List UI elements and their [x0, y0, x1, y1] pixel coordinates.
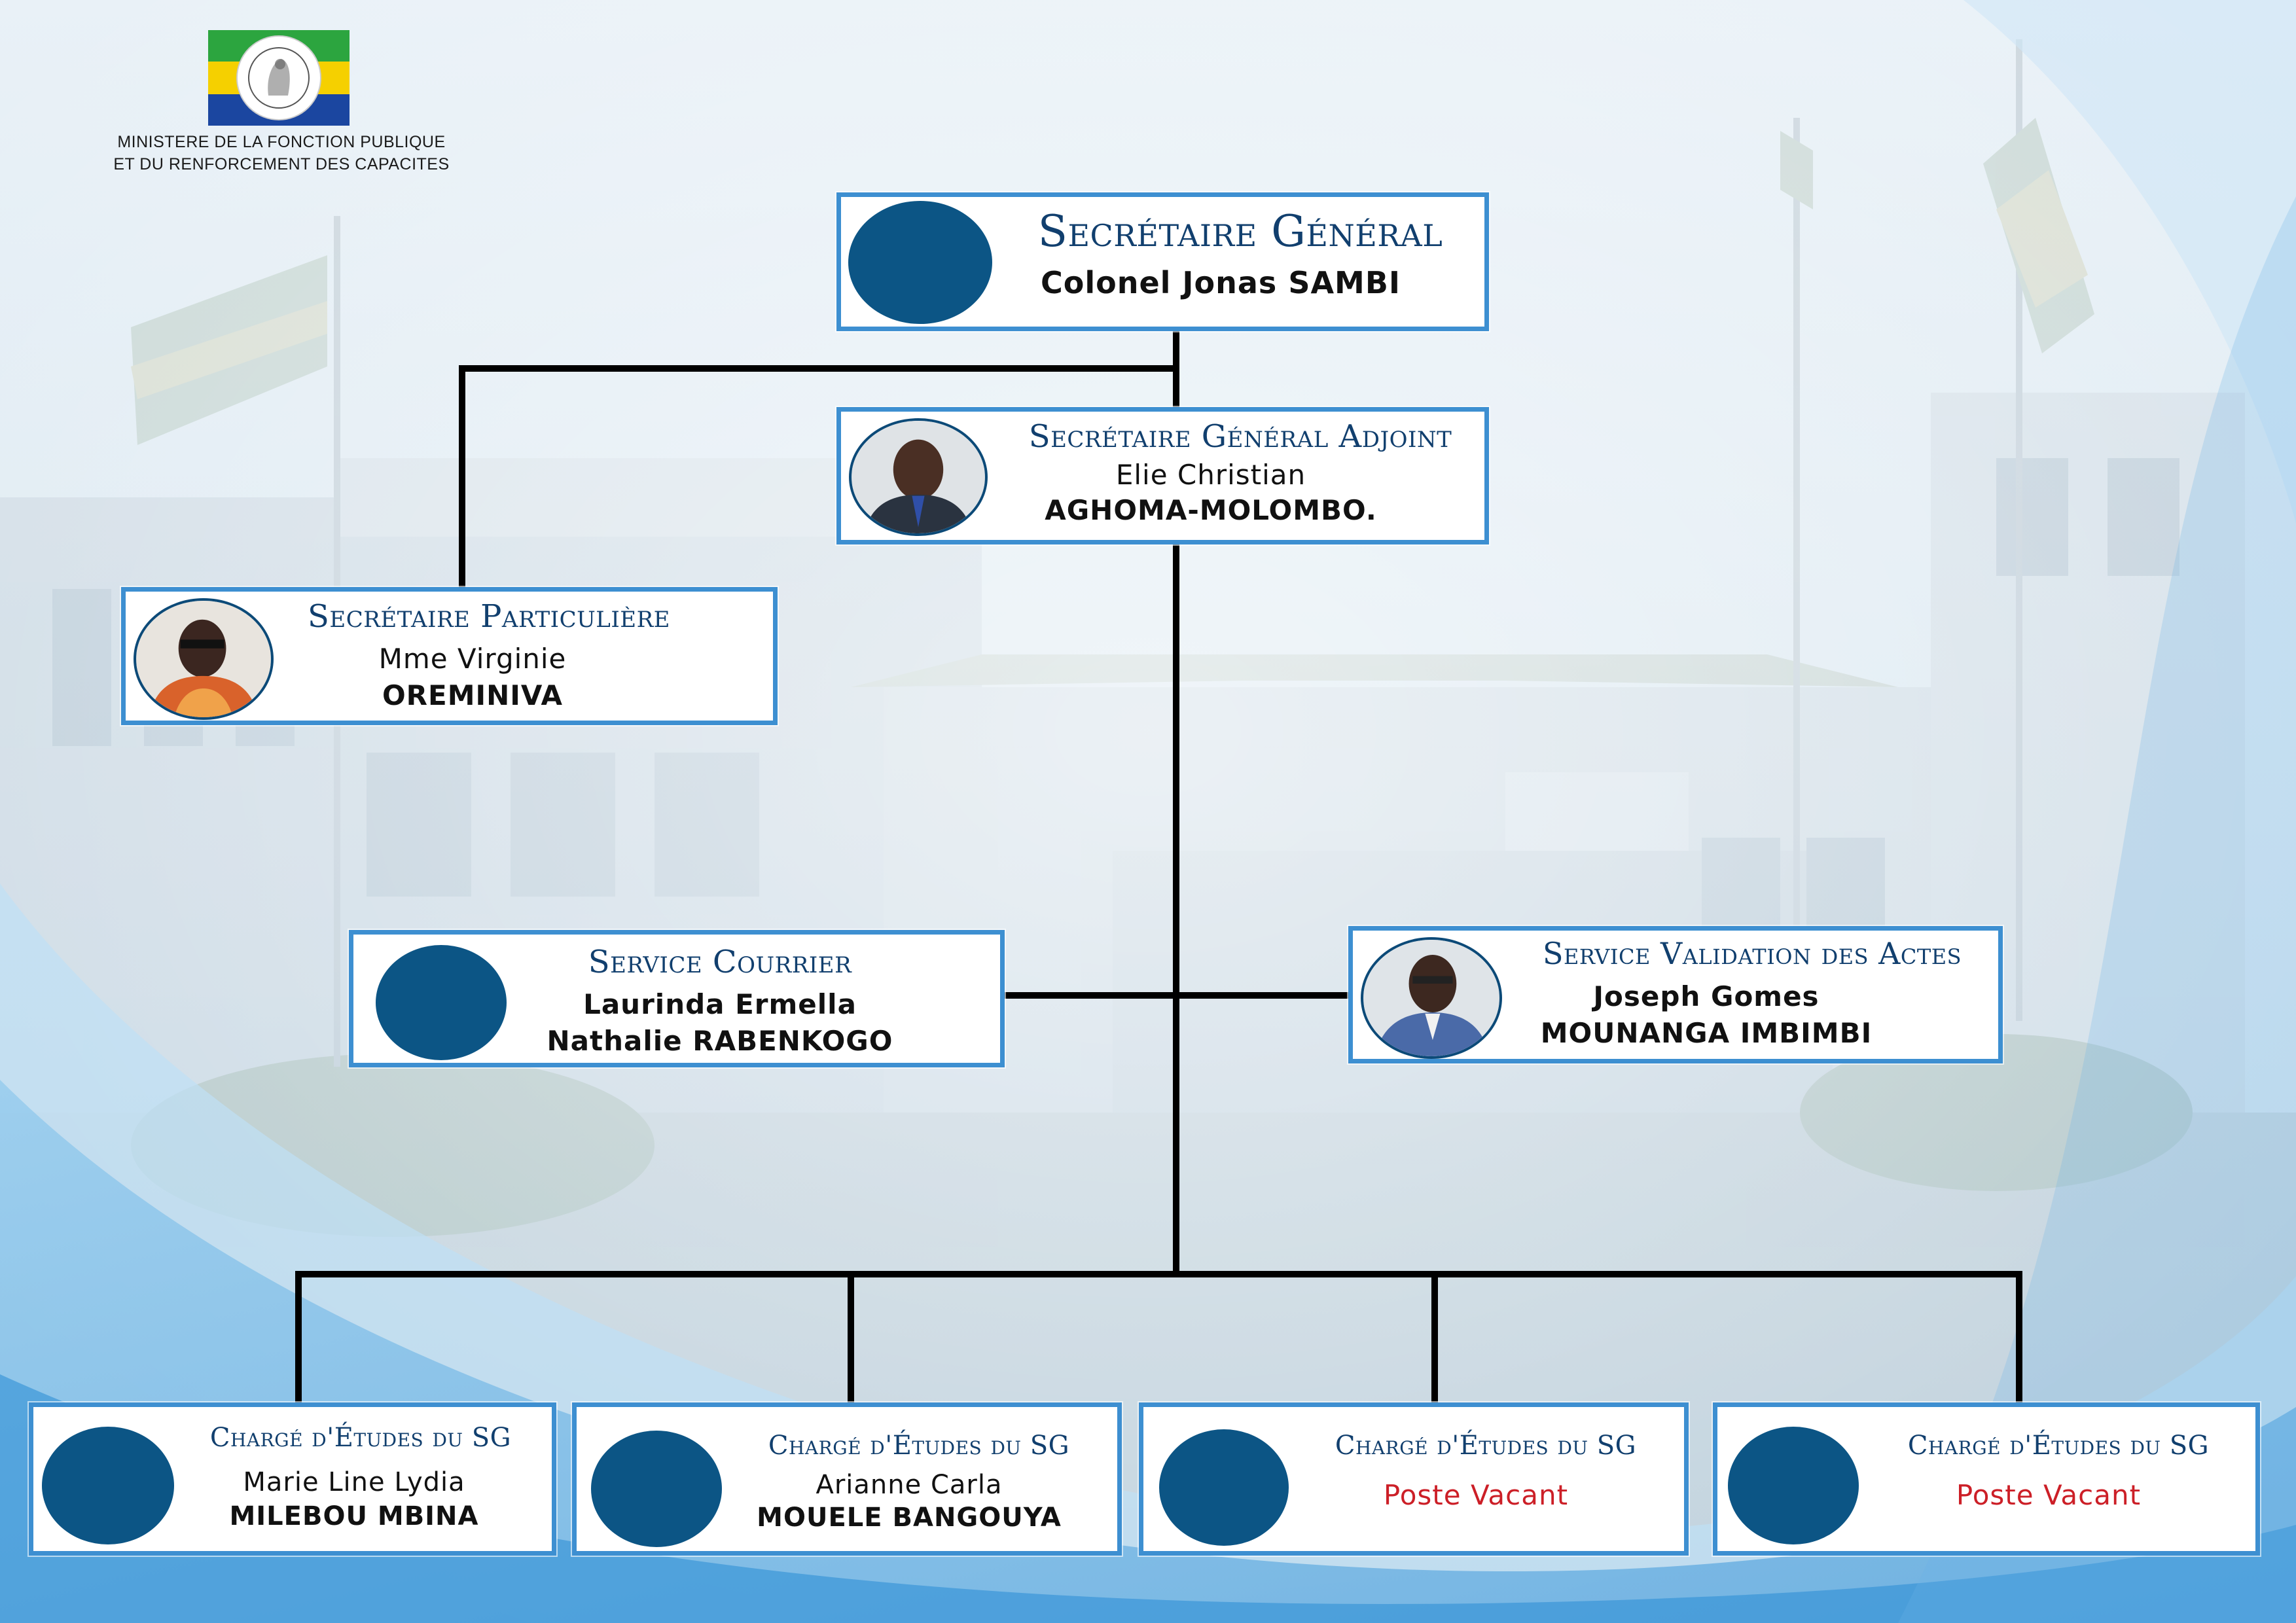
validation-name-line-1: Joseph Gomes: [1593, 980, 1820, 1012]
sp-title: Secrétaire Particulière: [308, 598, 670, 635]
ministry-line-1: MINISTERE DE LA FONCTION PUBLIQUE: [117, 133, 446, 151]
validation-photo: [1361, 937, 1502, 1059]
charge-3-title: Chargé d'Études du SG: [1335, 1431, 1637, 1461]
validation-card: Service Validation des Actes Joseph Gome…: [1348, 926, 2003, 1063]
charge-1-name-line-1: Marie Line Lydia: [243, 1467, 465, 1497]
gabon-emblem-logo: [208, 30, 350, 126]
courrier-card: Service Courrier Laurinda Ermella Nathal…: [349, 930, 1005, 1067]
courrier-name-line-1: Laurinda Ermella: [583, 988, 857, 1020]
validation-title: Service Validation des Actes: [1542, 936, 1962, 971]
courrier-photo-placeholder: [376, 945, 507, 1060]
charge-1-name-line-2: MILEBOU MBINA: [229, 1501, 479, 1531]
charge-card-3: Chargé d'Études du SG Poste Vacant: [1139, 1402, 1689, 1556]
charge-1-photo-placeholder: [42, 1427, 174, 1544]
sp-photo: [134, 598, 274, 720]
sg-photo-placeholder: [848, 201, 992, 324]
sga-photo: [849, 418, 988, 536]
sga-card: Secrétaire Général Adjoint Elie Christia…: [836, 407, 1489, 544]
charge-4-title: Chargé d'Études du SG: [1907, 1431, 2210, 1461]
sg-title: Secrétaire Général: [1037, 206, 1443, 257]
charge-4-vacant-label: Poste Vacant: [1956, 1479, 2142, 1511]
charge-card-2: Chargé d'Études du SG Arianne Carla MOUE…: [572, 1402, 1122, 1556]
ministry-line-2: ET DU RENFORCEMENT DES CAPACITES: [113, 155, 450, 173]
ministry-name: MINISTERE DE LA FONCTION PUBLIQUE ET DU …: [98, 131, 465, 175]
charge-2-name-line-2: MOUELE BANGOUYA: [757, 1503, 1062, 1533]
charge-card-4: Chargé d'Études du SG Poste Vacant: [1713, 1402, 2260, 1556]
connector-sg-sp: [459, 365, 1179, 590]
validation-portrait-icon: [1363, 940, 1499, 1056]
sp-name-line-1: Mme Virginie: [378, 643, 567, 675]
charge-4-photo-placeholder: [1728, 1427, 1859, 1544]
validation-name-line-2: MOUNANGA IMBIMBI: [1540, 1017, 1873, 1049]
charge-2-name-line-1: Arianne Carla: [816, 1470, 1003, 1500]
sp-name-line-2: OREMINIVA: [382, 679, 564, 711]
sp-portrait-icon: [136, 601, 271, 717]
sg-card: Secrétaire Général Colonel Jonas SAMBI: [836, 192, 1489, 331]
charge-card-1: Chargé d'Études du SG Marie Line Lydia M…: [29, 1402, 556, 1556]
charge-2-title: Chargé d'Études du SG: [768, 1431, 1070, 1461]
charge-3-photo-placeholder: [1159, 1429, 1289, 1546]
sga-name-line-1: Elie Christian: [1115, 459, 1306, 491]
sp-card: Secrétaire Particulière Mme Virginie ORE…: [121, 587, 778, 725]
courrier-name-line-2: Nathalie RABENKOGO: [547, 1025, 893, 1057]
sga-portrait-icon: [852, 421, 985, 533]
courrier-title: Service Courrier: [588, 944, 852, 980]
sg-name: Colonel Jonas SAMBI: [1040, 265, 1401, 300]
charge-1-title: Chargé d'Études du SG: [209, 1423, 512, 1453]
sga-title: Secrétaire Général Adjoint: [1028, 418, 1452, 455]
charge-2-photo-placeholder: [591, 1431, 722, 1547]
sga-name-line-2: AGHOMA-MOLOMBO.: [1045, 494, 1377, 526]
charge-3-vacant-label: Poste Vacant: [1383, 1479, 1569, 1511]
